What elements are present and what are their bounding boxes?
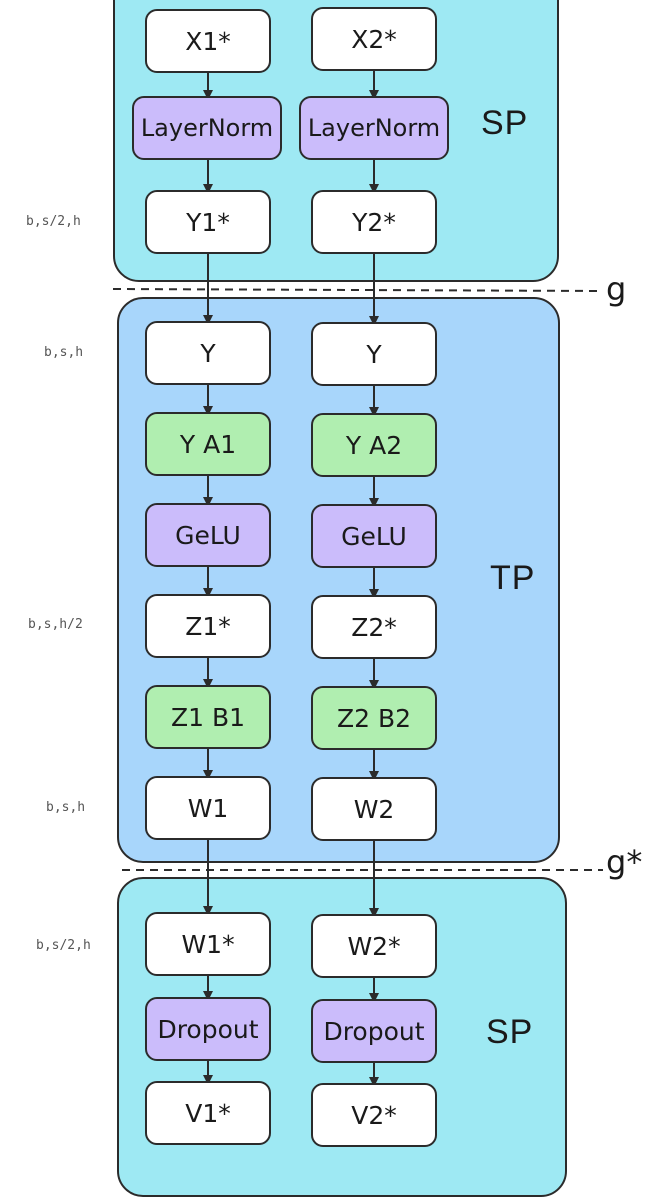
tp-label: TP	[490, 559, 536, 597]
node-ya2: Y A2	[311, 413, 437, 477]
node-w2: W2	[311, 777, 437, 841]
sp-bottom-label: SP	[486, 1013, 534, 1051]
node-layernorm-left: LayerNorm	[132, 96, 282, 160]
node-x2: X2*	[311, 7, 437, 71]
node-v1-star: V1*	[145, 1081, 271, 1145]
node-dropout-right: Dropout	[311, 999, 437, 1063]
node-dropout-left: Dropout	[145, 997, 271, 1061]
shape-label-tp-z: b,s,h/2	[28, 617, 83, 632]
node-v2-star: V2*	[311, 1083, 437, 1147]
node-z2-star: Z2*	[311, 595, 437, 659]
node-y2-star: Y2*	[311, 190, 437, 254]
node-z1b1: Z1 B1	[145, 685, 271, 749]
g-dashed-line	[112, 288, 604, 292]
node-layernorm-right: LayerNorm	[299, 96, 449, 160]
shape-label-tp-w: b,s,h	[46, 800, 86, 815]
parallelism-diagram: SP TP SP b,s/2,h b,s,h b,s,h/2 b,s,h b,s…	[26, 0, 643, 1197]
shape-label-sp-bottom: b,s/2,h	[36, 938, 91, 953]
node-z2b2: Z2 B2	[311, 686, 437, 750]
node-z1-star: Z1*	[145, 594, 271, 658]
node-gelu-right: GeLU	[311, 504, 437, 568]
node-w1: W1	[145, 776, 271, 840]
sp-top-label: SP	[481, 104, 529, 142]
node-y-right: Y	[311, 322, 437, 386]
node-x1: X1*	[145, 9, 271, 73]
g-label: g	[606, 270, 627, 308]
tp-region	[117, 297, 560, 863]
node-w1-star: W1*	[145, 912, 271, 976]
g-star-label: g*	[606, 843, 643, 881]
node-ya1: Y A1	[145, 412, 271, 476]
node-w2-star: W2*	[311, 914, 437, 978]
shape-label-sp-top: b,s/2,h	[26, 214, 81, 229]
node-y1-star: Y1*	[145, 190, 271, 254]
shape-label-tp-y: b,s,h	[44, 345, 84, 360]
node-gelu-left: GeLU	[145, 503, 271, 567]
node-y-left: Y	[145, 321, 271, 385]
